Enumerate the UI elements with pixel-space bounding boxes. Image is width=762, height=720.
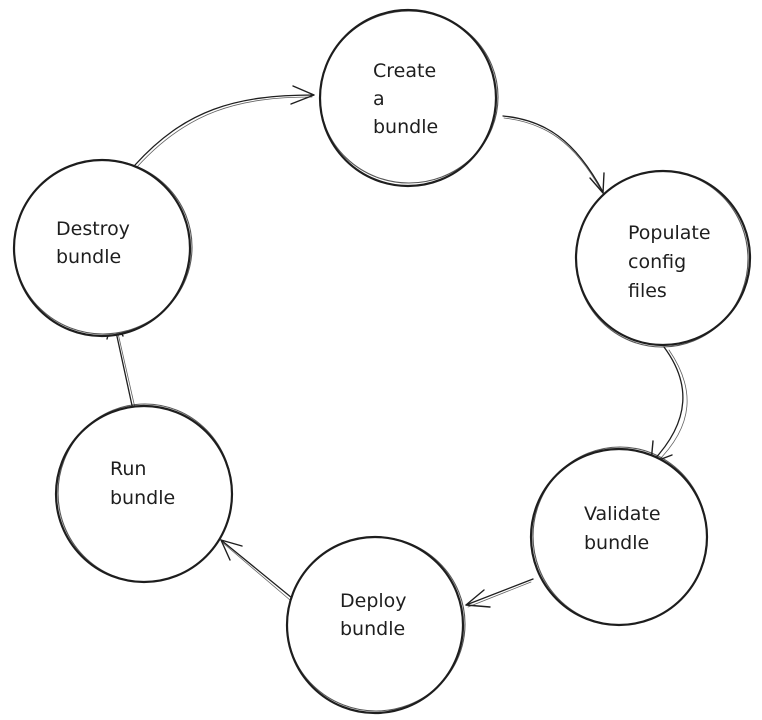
node-label-line: Populate	[628, 222, 711, 244]
node-label-line: bundle	[373, 116, 438, 138]
node-circle-sketch	[532, 446, 708, 626]
node-validate-bundle: Validate bundle	[529, 446, 709, 627]
edge-populate-to-validate	[650, 346, 688, 464]
node-label-line: bundle	[584, 532, 649, 554]
node-label-line: bundle	[340, 618, 405, 640]
node-label-line: files	[628, 280, 667, 302]
node-label-line: Run	[110, 458, 146, 480]
node-label-line: bundle	[56, 246, 121, 268]
node-label-line: Destroy	[56, 218, 130, 240]
node-label-line: bundle	[110, 487, 175, 509]
node-label: Create a bundle	[373, 60, 442, 138]
node-label-line: Deploy	[340, 590, 407, 612]
node-label: Deploy bundle	[340, 590, 413, 640]
node-run-bundle: Run bundle	[54, 403, 234, 584]
node-circle-sketch	[575, 170, 749, 348]
node-circle-sketch	[57, 403, 233, 583]
node-label-line: a	[373, 88, 385, 110]
node-circle-sketch	[13, 159, 193, 335]
edge-validate-to-deploy	[465, 578, 534, 608]
node-label-line: Create	[373, 60, 436, 82]
node-label: Destroy bundle	[56, 218, 136, 268]
node-populate-config-files: Populate config files	[574, 169, 752, 348]
edge-destroy-to-create	[134, 85, 315, 168]
node-deploy-bundle: Deploy bundle	[285, 535, 466, 715]
node-label: Validate bundle	[584, 503, 667, 554]
edge-create-to-populate	[502, 115, 605, 194]
edge-deploy-to-run	[220, 539, 293, 601]
node-create-bundle: Create a bundle	[318, 8, 499, 188]
node-circle-sketch	[286, 536, 466, 712]
node-label: Run bundle	[110, 458, 175, 509]
node-label-line: Validate	[584, 503, 661, 525]
node-destroy-bundle: Destroy bundle	[12, 158, 193, 338]
node-label-line: config	[628, 251, 686, 273]
node-label: Populate config files	[628, 222, 717, 302]
node-circle-sketch	[319, 10, 499, 184]
